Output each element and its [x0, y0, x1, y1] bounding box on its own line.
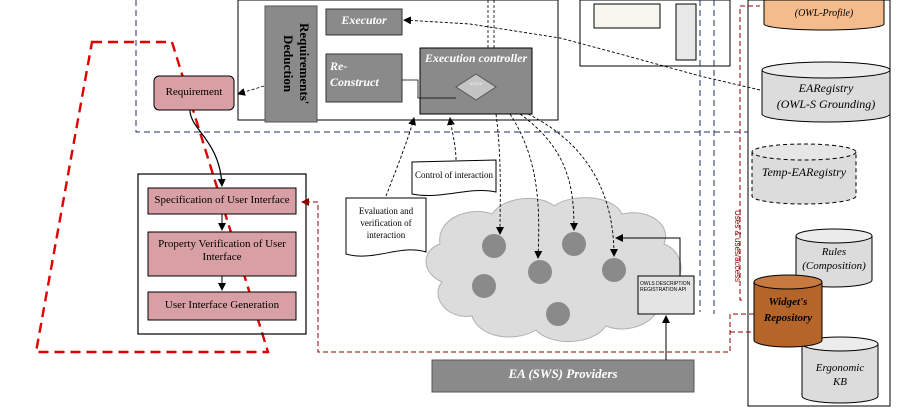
- diamond-label: action: [469, 82, 483, 87]
- rules-title: Rules: [821, 246, 847, 258]
- evaluation-label-3: interaction: [366, 230, 406, 240]
- earegistry-title: EARegistry: [798, 81, 854, 95]
- evaluation-label-2: verification of: [360, 218, 412, 228]
- service-node: [602, 258, 626, 282]
- spec-ui-box: [147, 187, 297, 215]
- temp-earegistry-cylinder: [751, 152, 857, 205]
- providers-bar: [431, 359, 695, 393]
- top-mid-right-frame: [579, 0, 731, 67]
- service-node: [482, 234, 506, 258]
- earegistry-cylinder: [761, 70, 891, 123]
- ui-pipeline-container: [137, 173, 307, 335]
- navy-dashed-frame: [135, 0, 748, 133]
- spec-ui-label: Specification of User Interface: [154, 194, 290, 206]
- control-interaction-label: Control of interaction: [415, 170, 493, 180]
- ergonomic-cylinder: [801, 344, 879, 404]
- providers-label: EA (SWS) Providers: [508, 366, 618, 381]
- reconstruct-label-2: Construct: [330, 75, 379, 89]
- prop-verif-box: [147, 231, 297, 277]
- ergonomic-sub: KB: [832, 376, 848, 388]
- top-middle-frame: [237, 0, 559, 121]
- service-node: [546, 302, 570, 326]
- service-node: [562, 232, 586, 256]
- temp-earegistry-label: Temp-EARegistry: [761, 165, 847, 179]
- service-node: [528, 260, 552, 284]
- control-note-shape: [411, 159, 497, 197]
- ui-generation-label: User Interface Generation: [164, 299, 280, 311]
- executor-box: [325, 8, 403, 36]
- uses-access-label: Uses & uses/access: [733, 210, 742, 283]
- owl-profile-label: (OWL-Profile): [794, 8, 854, 19]
- execution-controller-label: Execution controller: [424, 51, 528, 65]
- doc-shape-1: [593, 3, 661, 29]
- requirements-deduction-block: [264, 5, 318, 123]
- owl-profile-cylinder: [763, 0, 885, 31]
- requirement-box: [153, 75, 235, 111]
- widgets-sub: Repository: [763, 312, 813, 324]
- evaluation-note-shape: [345, 197, 427, 257]
- earegistry-sub: (OWL-S Grounding): [776, 97, 876, 111]
- prop-verif-label: Property Verification of User Interface: [158, 238, 286, 263]
- ui-generation-box: [147, 291, 297, 321]
- executor-label: Executor: [341, 13, 387, 27]
- requirements-deduction-label: Requirements' Deduction: [281, 23, 312, 105]
- owls-api-label: OWLS DESCRIPTION REGISTRATION API: [640, 281, 691, 293]
- rules-sub: (Composition): [802, 260, 866, 272]
- service-node: [472, 274, 496, 298]
- right-frame: [747, 0, 891, 407]
- controller-diamond: [455, 73, 497, 101]
- widgets-repository-cylinder: [753, 282, 823, 348]
- reconstruct-box: [325, 53, 403, 103]
- evaluation-label-1: Evaluation and: [358, 206, 414, 216]
- requirement-label: Requirement: [165, 86, 223, 98]
- widgets-title: Widget's: [768, 296, 808, 308]
- doc-shape-2: [675, 3, 697, 61]
- red-dashed-trapezoid: [34, 40, 270, 354]
- ergonomic-title: Ergonomic: [815, 362, 865, 374]
- reconstruct-label-1: Re-: [330, 59, 348, 73]
- owls-api-box: [637, 275, 695, 315]
